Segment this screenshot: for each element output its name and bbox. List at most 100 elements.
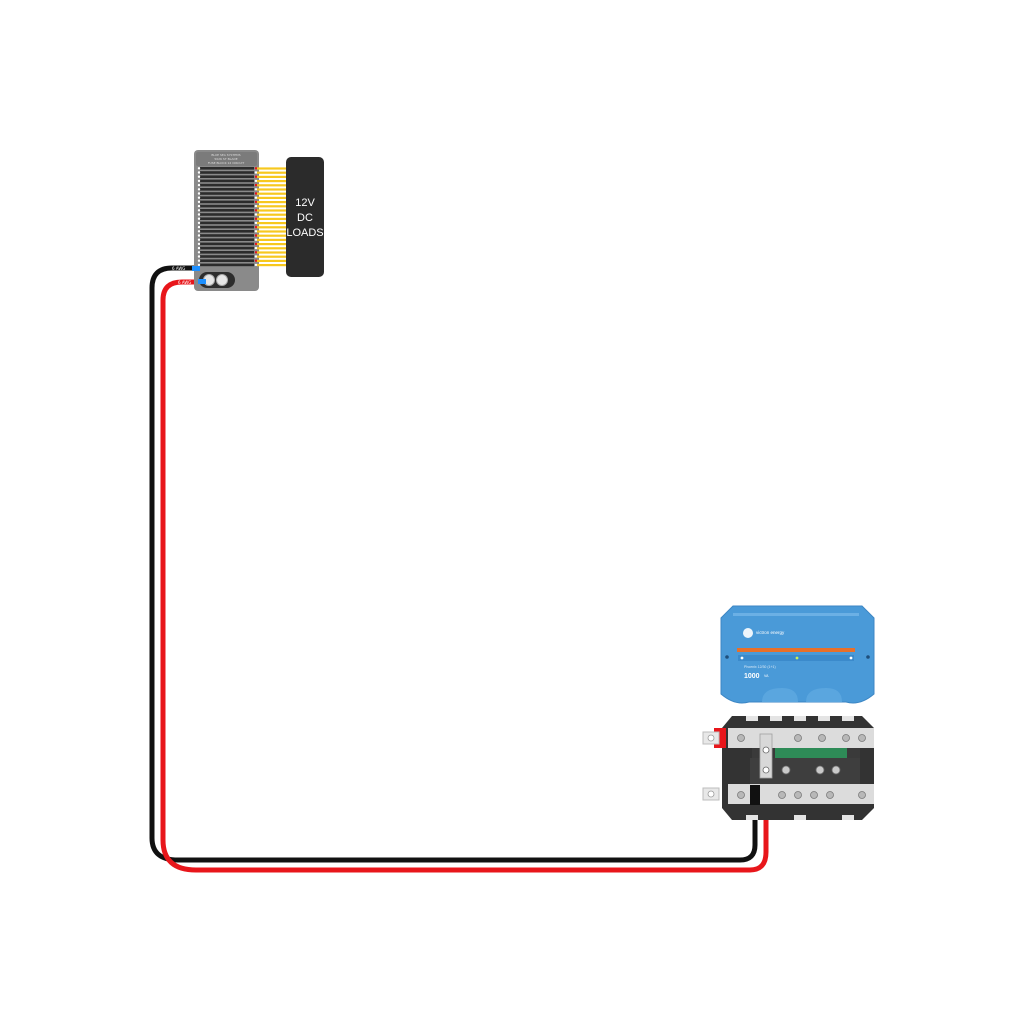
fuse-screw-icon xyxy=(197,196,201,199)
fuse-indicator xyxy=(254,179,258,183)
fuse-slot xyxy=(200,251,254,254)
fuse-slot xyxy=(200,230,254,233)
fuse-screw-icon xyxy=(197,183,201,187)
dc-loads-box[interactable]: 12V DC LOADS xyxy=(286,157,324,277)
fuse-screw-icon xyxy=(197,167,201,170)
fuse-indicator xyxy=(254,213,258,216)
fuse-screw-icon xyxy=(197,263,201,267)
fuse-indicator xyxy=(254,255,258,258)
fuse-slot xyxy=(200,192,254,195)
fuse-indicator xyxy=(254,217,258,220)
fuse-block[interactable]: BLUE SEA SYSTEMS 5026 ST BLADE FUSE BLOC… xyxy=(172,150,286,291)
load-wire xyxy=(257,196,286,199)
fuse-screw-icon xyxy=(197,221,201,225)
fuse-screw-icon xyxy=(197,171,201,174)
fuse-slot xyxy=(200,234,254,237)
load-wire xyxy=(257,234,286,237)
fuse-screw-icon xyxy=(197,209,201,212)
fuse-indicator xyxy=(254,196,258,199)
fuse-slot xyxy=(200,179,254,183)
victron-logo-icon xyxy=(743,628,753,638)
fuse-rows xyxy=(197,167,286,267)
fuse-screw-icon xyxy=(197,225,201,229)
fuse-slot xyxy=(200,209,254,212)
load-wire xyxy=(257,238,286,241)
fuse-indicator xyxy=(254,183,258,187)
fuse-screw-icon xyxy=(197,217,201,220)
fuse-slot xyxy=(200,200,254,204)
fuse-block-header-3: FUSE BLOCK 12 CIRCUIT xyxy=(208,161,245,165)
fuse-screw-icon xyxy=(197,242,201,246)
wire-positive[interactable] xyxy=(160,279,769,873)
fuse-indicator xyxy=(254,238,258,241)
fuse-slot xyxy=(200,213,254,216)
fuse-indicator xyxy=(254,246,258,250)
positive-stud-icon xyxy=(216,274,228,286)
fuse-slot xyxy=(200,246,254,250)
fuse-indicator xyxy=(254,167,258,170)
load-wire xyxy=(257,243,286,246)
fuse-screw-icon xyxy=(197,238,201,241)
fuse-screw-icon xyxy=(197,234,201,237)
fuse-indicator xyxy=(254,225,258,229)
fuse-screw-icon xyxy=(197,188,201,191)
negative-lug xyxy=(192,266,200,271)
fuse-slot xyxy=(200,217,254,220)
load-wire xyxy=(257,180,286,183)
load-wire xyxy=(257,188,286,191)
fuse-indicator xyxy=(254,251,258,254)
led-right xyxy=(849,656,853,660)
fuse-slot xyxy=(200,221,254,225)
fuse-screw-icon xyxy=(197,251,201,254)
fuse-indicator xyxy=(254,188,258,191)
charger-brand: victron energy xyxy=(756,630,785,635)
fuse-slot xyxy=(200,171,254,174)
fuse-indicator xyxy=(254,221,258,225)
fuse-screw-icon xyxy=(197,259,201,262)
load-wire xyxy=(257,184,286,187)
fuse-screw-icon xyxy=(197,246,201,250)
fuse-screw-icon xyxy=(197,230,201,233)
load-wire xyxy=(257,217,286,220)
fuse-slot xyxy=(200,196,254,199)
load-wire xyxy=(257,167,286,170)
wire-negative[interactable] xyxy=(149,265,758,863)
charger-rating-unit: VA xyxy=(764,674,769,678)
loads-label-line1: 12V xyxy=(295,197,315,209)
fuse-indicator xyxy=(254,171,258,174)
fuse-screw-icon xyxy=(197,175,201,178)
fuse-slot xyxy=(200,188,254,191)
load-wire xyxy=(257,255,286,258)
wire-label-positive: 6 AWG xyxy=(178,280,191,285)
positive-feed-stud-icon xyxy=(762,746,770,754)
load-wire xyxy=(257,213,286,216)
fuse-indicator xyxy=(254,209,258,212)
fuse-block-header-1: BLUE SEA SYSTEMS xyxy=(211,153,240,157)
fuse-indicator xyxy=(254,192,258,195)
loads-label-line2: DC xyxy=(297,212,313,224)
fuse-slot xyxy=(200,242,254,246)
fuse-slot xyxy=(200,183,254,187)
load-wire xyxy=(257,259,286,262)
wire-label-negative: 6 AWG xyxy=(172,266,185,271)
fuse-slot xyxy=(200,259,254,262)
fuse-indicator xyxy=(254,175,258,178)
fuse-screw-icon xyxy=(197,179,201,183)
led-left xyxy=(740,656,744,660)
fuse-holder-green xyxy=(775,748,847,758)
victron-charger[interactable]: victron energy Phoenix 12/30 (1+1) 1000 … xyxy=(720,605,875,704)
fuse-indicator xyxy=(254,200,258,204)
fuse-slot xyxy=(200,255,254,258)
fuse-screw-icon xyxy=(197,192,201,195)
fuse-screw-icon xyxy=(197,255,201,258)
fuse-slot xyxy=(200,167,254,170)
load-wire xyxy=(257,192,286,195)
fuse-indicator xyxy=(254,204,258,208)
fuse-slot xyxy=(200,225,254,229)
load-wire xyxy=(257,205,286,208)
fuse-indicator xyxy=(254,234,258,237)
load-wire xyxy=(257,201,286,204)
busbar-distributor[interactable] xyxy=(702,716,874,820)
fuse-indicator xyxy=(254,263,258,267)
